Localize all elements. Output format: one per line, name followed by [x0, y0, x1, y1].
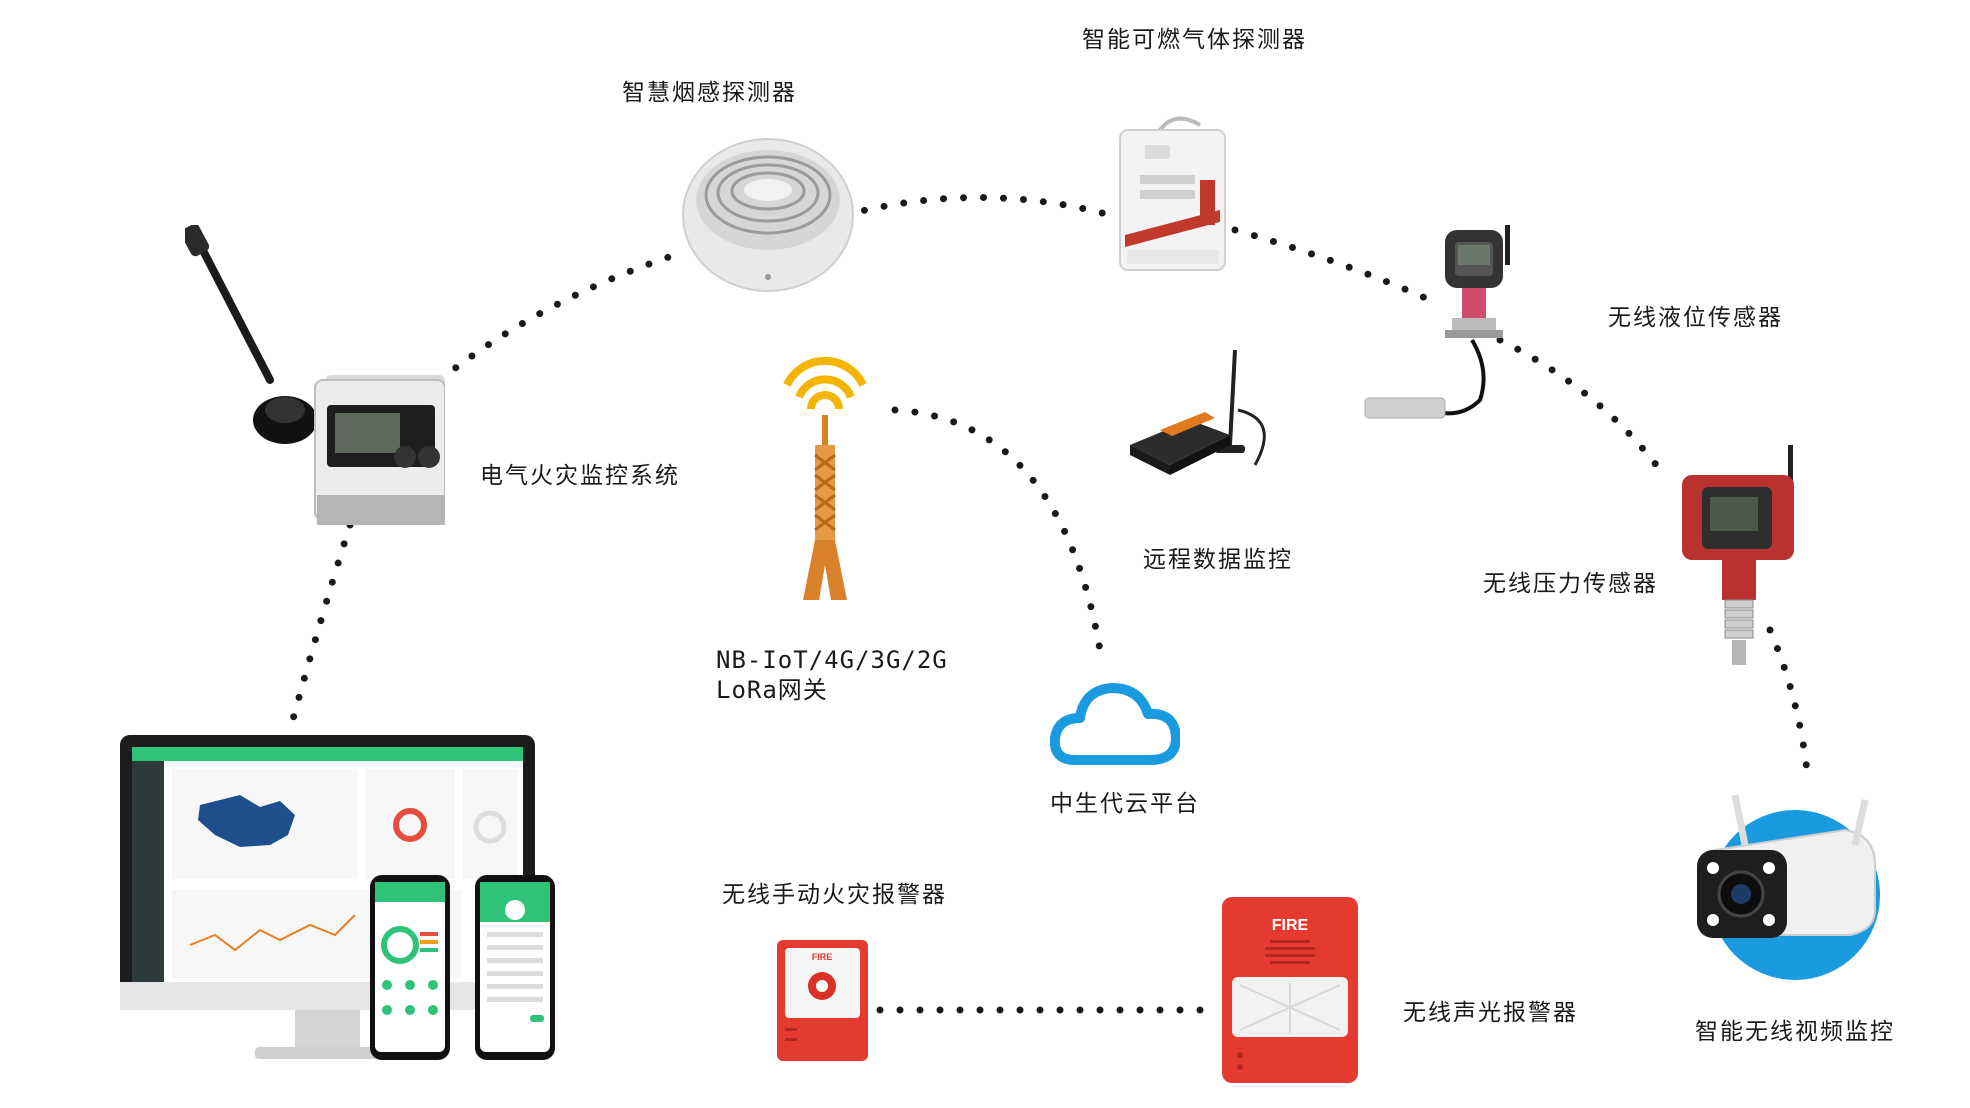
level-sensor-icon: [1364, 225, 1510, 419]
desktop-monitor-icon: [120, 735, 535, 1059]
link-smoke-to-gas: [841, 194, 1114, 219]
smoke-detector-icon: [682, 138, 854, 292]
link-gateway-to-cloud: [891, 406, 1104, 654]
label-smoke-detector: 智慧烟感探测器: [622, 80, 797, 106]
label-video: 智能无线视频监控: [1695, 1019, 1895, 1045]
link-monitor-to-computer: [286, 521, 354, 734]
label-cloud: 中生代云平台: [1050, 791, 1200, 817]
label-pressure: 无线压力传感器: [1483, 571, 1658, 597]
label-electrical-fire: 电气火灾监控系统: [480, 463, 680, 489]
strobe-siren-icon: FIRE: [1222, 897, 1358, 1083]
label-gateway-line1: NB-IoT/4G/3G/2G: [716, 646, 948, 674]
siren-fire-text: FIRE: [1272, 917, 1309, 934]
label-gas-detector: 智能可燃气体探测器: [1082, 27, 1307, 53]
manual-call-point-icon: FIRE: [777, 940, 868, 1061]
dtu-router-icon: [1130, 350, 1266, 475]
label-gateway-line2: LoRa网关: [716, 676, 828, 704]
link-level-to-pressure: [1496, 336, 1664, 474]
cloud-icon: [1050, 683, 1180, 765]
call-point-fire-text: FIRE: [812, 952, 833, 962]
link-monitor-to-smoke: [436, 251, 679, 384]
label-sound-light-alarm: 无线声光报警器: [1403, 1000, 1578, 1026]
label-manual-alarm: 无线手动火灾报警器: [722, 882, 947, 908]
link-gas-to-level: [1231, 226, 1434, 304]
din-rail-monitor-icon: [185, 225, 445, 525]
wifi-camera-icon: [1697, 794, 1880, 980]
signal-tower-icon: [783, 356, 867, 600]
link-pressure-to-camera: [1766, 626, 1812, 784]
label-liquid-level: 无线液位传感器: [1608, 305, 1783, 331]
label-remote-data: 远程数据监控: [1143, 547, 1293, 573]
pressure-transmitter-icon: [1682, 445, 1794, 665]
mobile-phone-icon: [370, 875, 555, 1060]
gas-detector-icon: [1119, 116, 1226, 271]
